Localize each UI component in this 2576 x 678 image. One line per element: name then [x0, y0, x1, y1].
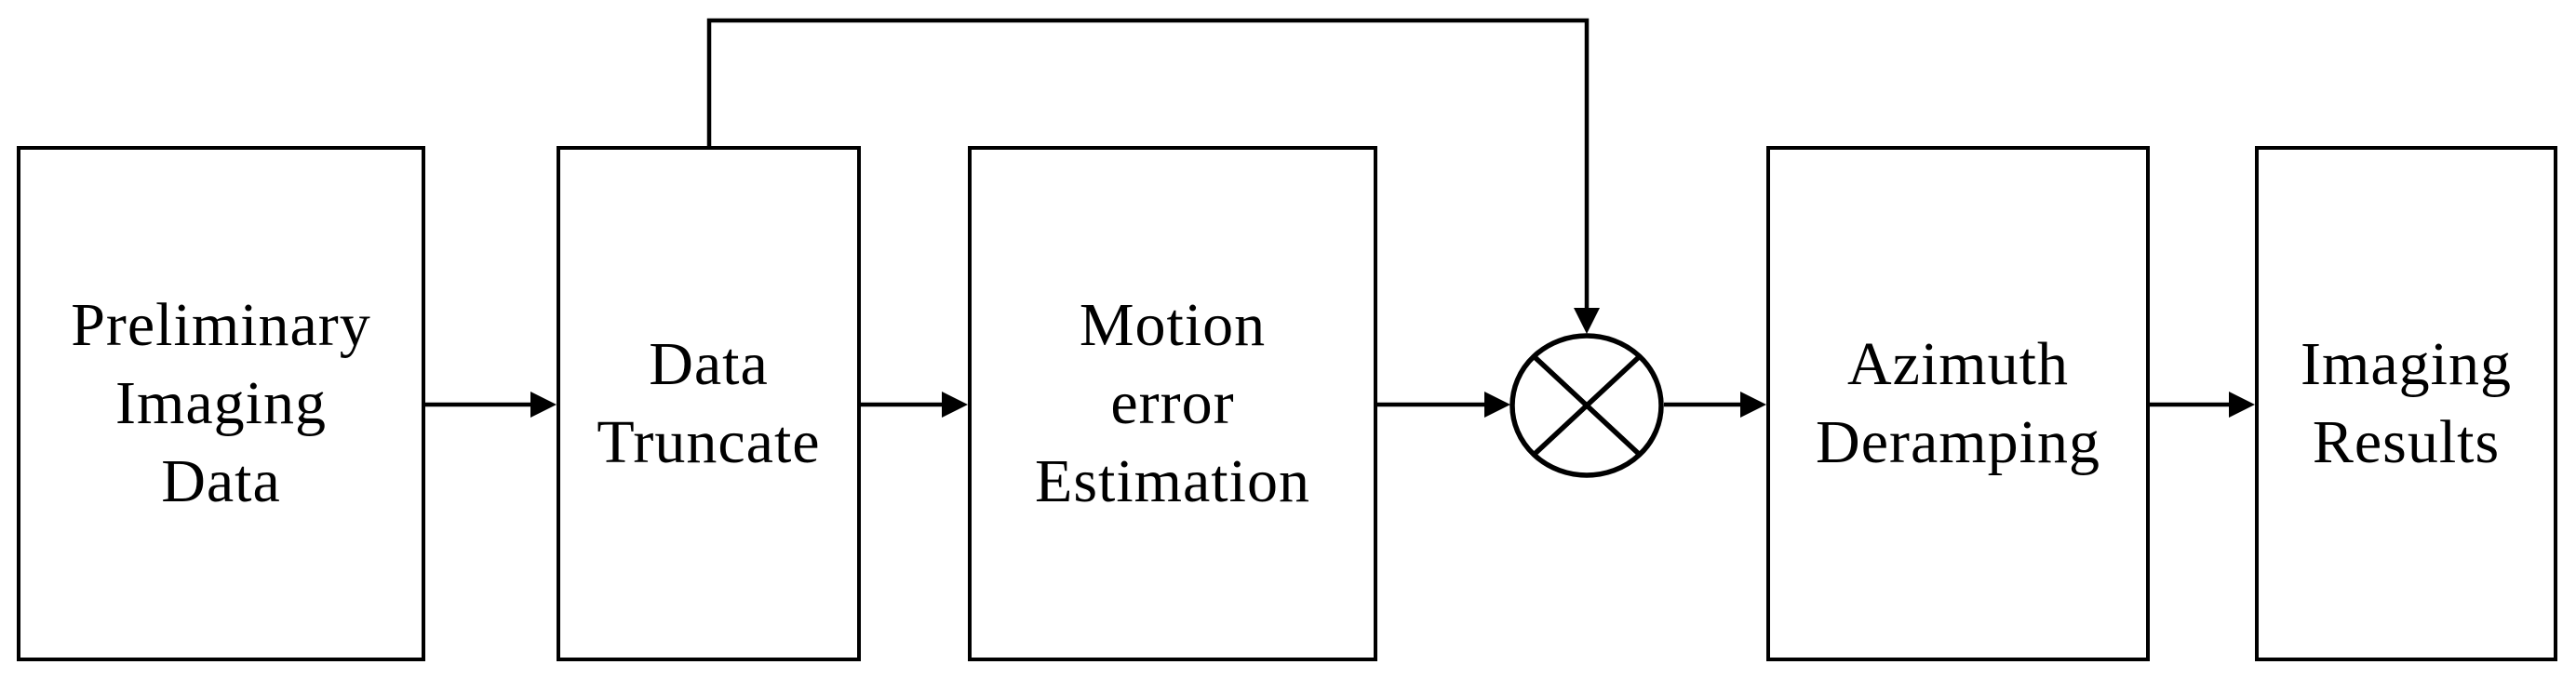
- arrowhead-5-icon: [2229, 392, 2255, 418]
- node-imaging-results: Imaging Results: [2255, 146, 2557, 661]
- arrowhead-4-icon: [1740, 392, 1766, 418]
- multiply-cross-line-2: [1532, 353, 1642, 458]
- arrowhead-1-icon: [530, 392, 557, 418]
- node-azimuth-deramping: Azimuth Deramping: [1766, 146, 2150, 661]
- node-preliminary-imaging-data: Preliminary Imaging Data: [17, 146, 425, 661]
- feedback-line: [706, 18, 1590, 310]
- arrowhead-3-icon: [1484, 392, 1510, 418]
- node-data-truncate: Data Truncate: [557, 146, 861, 661]
- feedback-arrowhead-icon: [1574, 308, 1600, 334]
- node-motion-error-estimation: Motion error Estimation: [968, 146, 1377, 661]
- arrowhead-2-icon: [942, 392, 968, 418]
